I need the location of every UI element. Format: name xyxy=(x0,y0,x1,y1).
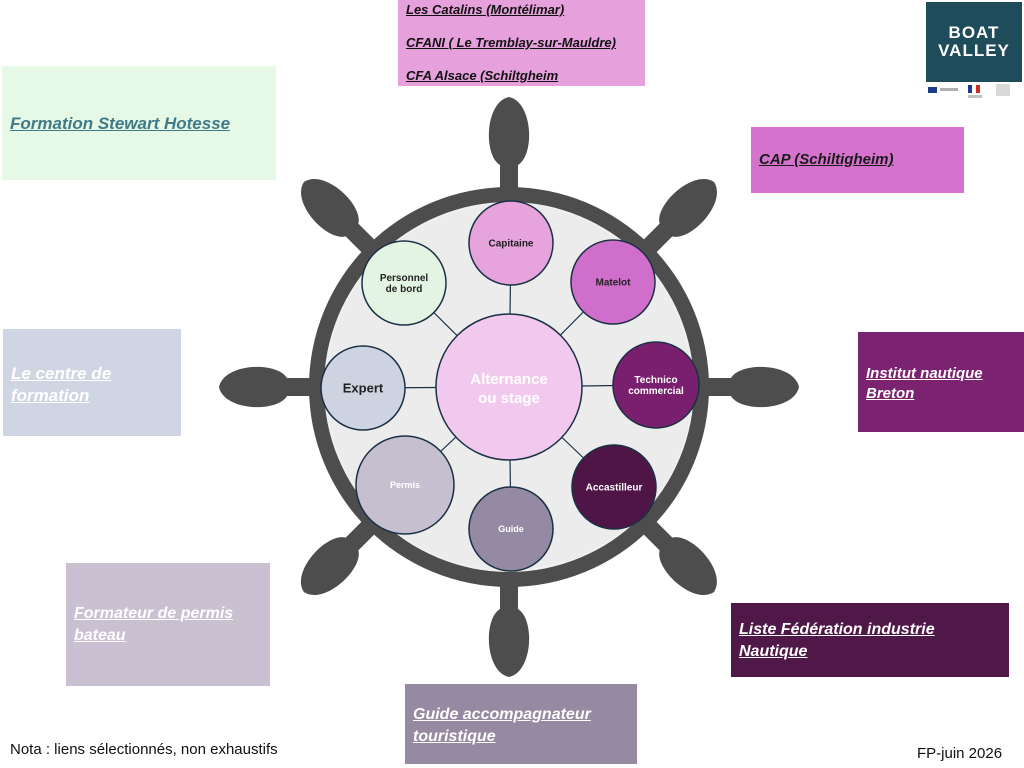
formateur-line-1: Formateur de permis xyxy=(74,605,234,622)
center-circle xyxy=(435,313,583,461)
formateur-box: Formateur de permis bateau xyxy=(66,563,270,686)
role-circle-expert xyxy=(320,345,406,431)
role-label-expert: Expert xyxy=(343,381,384,396)
role-circle-capitaine xyxy=(468,200,554,286)
guide-box: Guide accompagnateur touristique xyxy=(405,684,637,764)
role-circle-technico xyxy=(612,341,700,429)
footer-date: FP-juin 2026 xyxy=(917,745,1003,762)
wheel-handle xyxy=(488,97,530,197)
handle-shape xyxy=(488,97,530,197)
footer-note: Nota : liens sélectionnés, non exhaustif… xyxy=(10,741,278,758)
handle-shape xyxy=(301,514,382,595)
french-flag-icon xyxy=(968,85,980,93)
wheel-handle xyxy=(636,514,717,595)
guide-line-1: Guide accompagnateur xyxy=(413,706,591,723)
handle-shape xyxy=(488,577,530,677)
link-cfa-alsace[interactable]: CFA Alsace (Schiltgheim xyxy=(406,68,559,83)
institut-box: Institut nautique Breton xyxy=(858,332,1024,432)
center-label-line-2: ou stage xyxy=(478,390,540,407)
wheel-handle xyxy=(301,179,382,260)
link-cfani[interactable]: CFANI ( Le Tremblay-sur-Mauldre) xyxy=(406,35,616,50)
logo-line-1: BOAT xyxy=(948,23,1000,42)
link-institut-nautique[interactable]: Institut nautique Breton xyxy=(866,364,1016,404)
link-federation-industrie[interactable]: Liste Fédération industrie Nautique xyxy=(739,619,1001,663)
cap-box: CAP (Schiltigheim) xyxy=(751,127,964,193)
link-les-catalins[interactable]: Les Catalins (Montélimar) xyxy=(406,2,565,17)
link-centre-formation[interactable]: Le centre de formation xyxy=(11,363,173,407)
role-label-technico: Technico xyxy=(634,375,677,386)
wheel-handle xyxy=(301,514,382,595)
role-label-matelot: Matelot xyxy=(596,278,632,289)
role-label-technico: commercial xyxy=(628,386,684,397)
role-label-personnel: de bord xyxy=(386,284,423,295)
federation-line-2: Nautique xyxy=(739,643,808,660)
stewart-box: Formation Stewart Hotesse xyxy=(2,66,276,180)
link-cap-schiltigheim[interactable]: CAP (Schiltigheim) xyxy=(759,151,894,168)
partner-logo-strip xyxy=(940,88,958,91)
centre-line-2: formation xyxy=(11,386,90,405)
role-circle-accastilleur xyxy=(571,444,657,530)
logo-panel: BOAT VALLEY xyxy=(926,2,1022,82)
centre-box: Le centre de formation xyxy=(3,329,181,436)
handle-shape xyxy=(636,514,717,595)
guide-line-2: touristique xyxy=(413,728,496,745)
role-label-personnel: Personnel xyxy=(380,273,429,284)
role-label-permis: Permis xyxy=(390,480,420,490)
institut-line-1: Institut nautique xyxy=(866,365,983,382)
partner-logo-strip-2 xyxy=(968,95,982,98)
logo-line-2: VALLEY xyxy=(938,41,1010,60)
role-circle-permis xyxy=(355,435,455,535)
wheel-handle xyxy=(488,577,530,677)
handle-shape xyxy=(301,179,382,260)
role-circle-matelot xyxy=(570,239,656,325)
handle-shape xyxy=(636,179,717,260)
federation-box: Liste Fédération industrie Nautique xyxy=(731,603,1009,677)
region-logo-icon xyxy=(996,84,1010,96)
role-label-capitaine: Capitaine xyxy=(488,239,533,250)
wheel-handle xyxy=(636,179,717,260)
link-formateur-permis[interactable]: Formateur de permis bateau xyxy=(74,603,262,647)
wheel-handle xyxy=(219,366,319,408)
role-label-accastilleur: Accastilleur xyxy=(586,483,643,494)
top-links-box: Les Catalins (Montélimar) CFANI ( Le Tre… xyxy=(398,0,645,86)
link-formation-stewart[interactable]: Formation Stewart Hotesse xyxy=(10,114,231,133)
role-circle-guide xyxy=(468,486,554,572)
role-label-guide: Guide xyxy=(498,524,524,534)
institut-line-2: Breton xyxy=(866,385,915,402)
centre-line-1: Le centre de xyxy=(11,364,112,383)
handle-shape xyxy=(219,366,319,408)
center-label-line-1: Alternance xyxy=(470,371,548,388)
wheel-handle xyxy=(699,366,799,408)
role-circle-personnel xyxy=(361,240,447,326)
eu-flag-icon xyxy=(928,87,937,93)
formateur-line-2: bateau xyxy=(74,627,126,644)
handle-shape xyxy=(699,366,799,408)
federation-line-1: Liste Fédération industrie xyxy=(739,621,935,638)
link-guide-accompagnateur[interactable]: Guide accompagnateur touristique xyxy=(413,704,629,748)
boat-valley-logo: BOAT VALLEY xyxy=(924,0,1024,102)
